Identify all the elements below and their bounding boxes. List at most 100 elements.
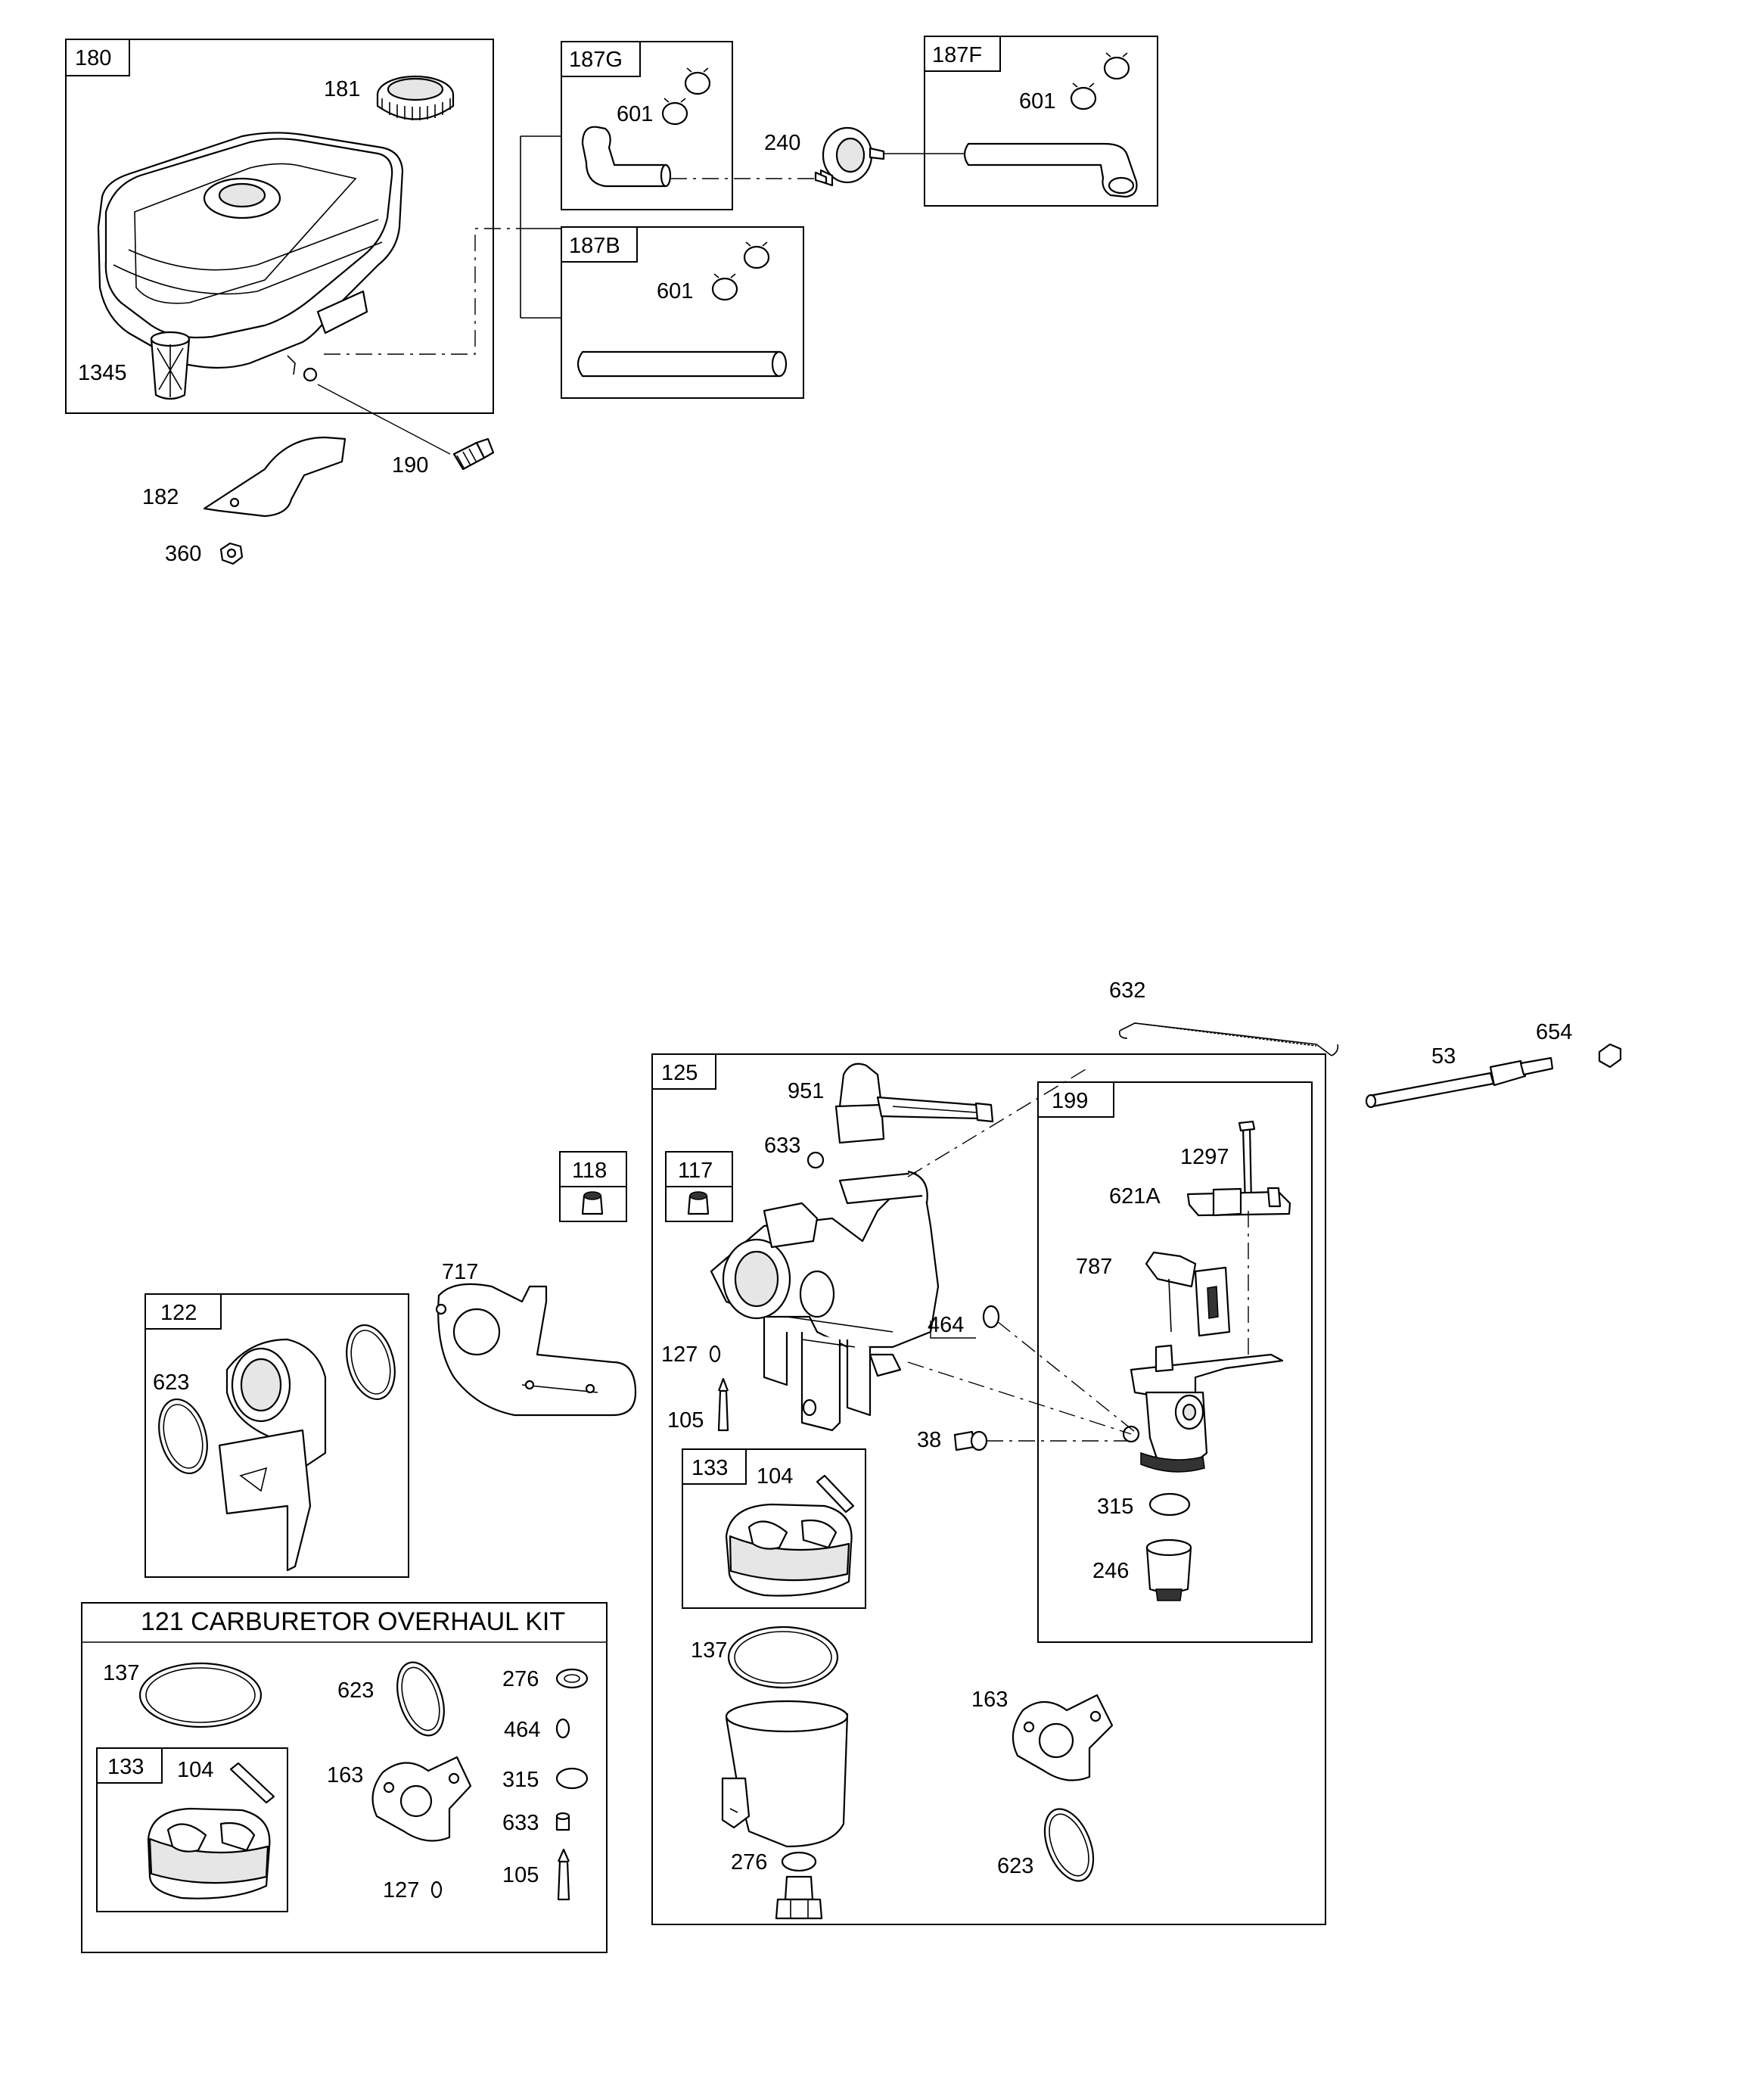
fuel-line-kit-f-tag: 187F	[932, 43, 982, 67]
washer-276-label: 276	[731, 1850, 767, 1874]
gasket-163-drawing	[1012, 1694, 1114, 1781]
kit-washer-276-label: 276	[502, 1667, 539, 1691]
screw-label: 190	[392, 453, 428, 478]
overhaul-kit-box: 121 CARBURETOR OVERHAUL KIT 137 623 276 …	[81, 1602, 608, 1953]
carburetor-box: 125	[651, 1053, 1326, 1925]
choke-lever-drawing	[834, 1062, 994, 1144]
bracket-drawing	[203, 436, 347, 518]
needle-105-drawing	[717, 1377, 729, 1432]
fuel-tank-group: 180 181 1345	[65, 39, 561, 566]
gasket-623-label: 623	[997, 1854, 1033, 1878]
spacer-box-tag: 122	[160, 1301, 197, 1325]
fuel-tank-drawing	[97, 132, 404, 382]
fuel-tank-tag	[65, 39, 130, 76]
carburetor-body-drawing	[710, 1170, 940, 1432]
o-ring-127-label: 127	[661, 1342, 698, 1367]
kit-o-ring-127-label: 127	[383, 1878, 419, 1902]
o-ring-315-drawing	[1148, 1492, 1191, 1517]
solenoid-body-drawing	[1122, 1344, 1284, 1473]
seal-633-label: 633	[764, 1134, 800, 1158]
choke-lever-label: 951	[788, 1079, 824, 1103]
carburetor-box-tag: 125	[661, 1061, 698, 1085]
fuel-line-kit-b-tag: 187B	[569, 234, 620, 258]
kit-o-ring-315-drawing	[555, 1767, 589, 1790]
float-pin-label: 104	[757, 1464, 793, 1489]
kit-needle-105-drawing	[557, 1848, 570, 1901]
screw-38-label: 38	[917, 1428, 941, 1452]
spacer-ring-drawing	[346, 1324, 396, 1401]
clamp-g-label: 601	[617, 102, 653, 126]
kit-float-tag: 133	[107, 1755, 144, 1779]
filter-246-label: 246	[1092, 1559, 1129, 1583]
link-spring-drawing	[1118, 1022, 1339, 1056]
kit-washer-464-label: 464	[504, 1718, 540, 1742]
o-ring-127-drawing	[709, 1345, 721, 1363]
nut-654-drawing	[1598, 1043, 1622, 1069]
clamp-f-drawing	[1070, 52, 1130, 110]
float-box: 133 104	[682, 1448, 866, 1609]
float-pin-drawing	[816, 1474, 855, 1514]
float-box-tag: 133	[691, 1456, 728, 1480]
bracket-label: 182	[142, 485, 179, 509]
spacer-gasket-drawing	[158, 1398, 208, 1475]
clamp-g-drawing	[661, 67, 711, 126]
kit-gasket-137-drawing	[138, 1662, 263, 1728]
drain-screw-drawing	[775, 1875, 823, 1920]
washer-464-label: 464	[928, 1313, 964, 1337]
kit-o-ring-315-label: 315	[502, 1768, 539, 1792]
kit-seal-633-label: 633	[502, 1811, 539, 1835]
kit-o-ring-127-drawing	[430, 1881, 443, 1899]
fuel-line-kit-b: 187B 601	[561, 226, 804, 399]
kit-pin-drawing	[229, 1762, 275, 1804]
fuel-cap-drawing	[376, 75, 455, 120]
stud-label: 53	[1431, 1044, 1456, 1069]
kit-washer-276-drawing	[555, 1668, 589, 1689]
fuel-line-f-hose	[963, 142, 1138, 198]
plate-621a-drawing	[1186, 1187, 1291, 1217]
kit-gasket-137-label: 137	[103, 1661, 139, 1685]
nut-654-label: 654	[1536, 1020, 1572, 1044]
kit-gasket-623-drawing	[396, 1661, 445, 1737]
fuel-pump-label: 240	[764, 131, 800, 155]
fuel-filter-screen-label: 1345	[78, 361, 127, 385]
spacer-gasket-label: 623	[153, 1370, 189, 1395]
kit-gasket-163-label: 163	[327, 1763, 363, 1787]
bowl-gasket-137-label: 137	[691, 1638, 727, 1663]
stud-drawing	[1365, 1056, 1554, 1109]
fuel-line-kit-g-tag: 187G	[569, 48, 623, 72]
washer-464-drawing	[982, 1305, 1000, 1329]
kit-washer-464-drawing	[555, 1718, 570, 1739]
insulator-717-drawing	[435, 1283, 637, 1417]
clamp-b-drawing	[711, 241, 770, 301]
o-ring-315-label: 315	[1097, 1495, 1133, 1519]
plate-621a-label: 621A	[1109, 1184, 1161, 1209]
kit-gasket-163-drawing	[371, 1756, 472, 1842]
kit-gasket-623-label: 623	[337, 1678, 374, 1703]
filter-246-drawing	[1145, 1538, 1192, 1601]
fuel-pump-drawing	[814, 126, 965, 187]
fuel-cap-label: 181	[324, 77, 360, 101]
seal-633-drawing	[806, 1151, 825, 1169]
solenoid-box: 199 1297 621A 787 315	[1037, 1081, 1313, 1643]
lever-787-drawing	[1145, 1251, 1231, 1337]
solenoid-box-tag: 199	[1052, 1089, 1088, 1113]
screw-1297-label: 1297	[1180, 1145, 1229, 1169]
gasket-163-label: 163	[971, 1688, 1008, 1712]
kit-pin-label: 104	[177, 1758, 213, 1782]
lever-787-label: 787	[1076, 1255, 1112, 1279]
washer-276-drawing	[781, 1851, 817, 1872]
fuel-tank-tag-label: 180	[75, 46, 111, 70]
bowl-gasket-137-drawing	[727, 1626, 839, 1689]
fuel-tank-box	[65, 39, 494, 414]
main-jet-box: 117	[665, 1151, 733, 1222]
nut-label: 360	[165, 542, 201, 566]
clamp-b-label: 601	[657, 279, 693, 303]
clamp-f-label: 601	[1019, 89, 1055, 114]
screw-38-drawing	[953, 1430, 1135, 1451]
overhaul-kit-title: 121 CARBURETOR OVERHAUL KIT	[141, 1607, 565, 1636]
pilot-jet-box: 118	[559, 1151, 627, 1222]
fuel-line-b-hose	[576, 350, 781, 378]
fuel-filter-screen-drawing	[150, 331, 191, 400]
float-bowl-drawing	[721, 1700, 849, 1848]
